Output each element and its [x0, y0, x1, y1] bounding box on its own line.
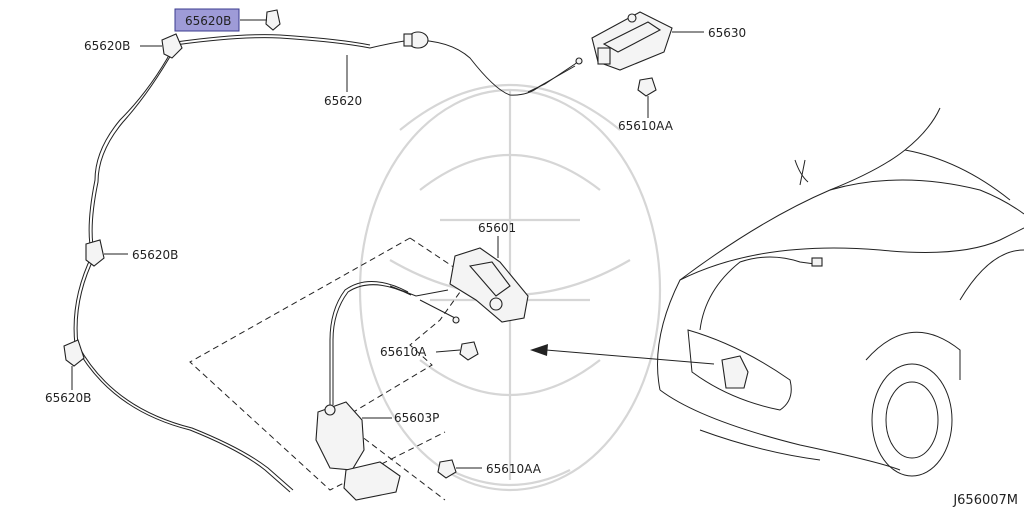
highlight-box: [174, 8, 240, 32]
cable-grommet: [403, 31, 429, 49]
handle-cable: [329, 281, 409, 405]
label-cable[interactable]: 65620: [324, 94, 362, 108]
bolt-handle[interactable]: [437, 459, 457, 479]
label-bolt-handle[interactable]: 65610AA: [486, 462, 542, 476]
bolt-latch[interactable]: [459, 341, 479, 361]
leader-lines: [71, 19, 704, 469]
label-hood-lock[interactable]: 65630: [708, 26, 746, 40]
label-clip-bottom[interactable]: 65620B: [45, 391, 91, 405]
label-highlighted-part[interactable]: 65620B: [185, 14, 231, 28]
label-clip-top-left[interactable]: 65620B: [84, 39, 130, 53]
cable-clip-top[interactable]: [265, 9, 281, 31]
label-release-handle[interactable]: 65603P: [394, 411, 439, 425]
hood-release-handle[interactable]: [315, 401, 401, 501]
hood-latch-assembly[interactable]: [389, 247, 529, 323]
bolt-top[interactable]: [637, 77, 657, 97]
label-hood-latch[interactable]: 65601: [478, 221, 516, 235]
vehicle-front-view: [657, 107, 1024, 477]
cable-clip-top-left[interactable]: [161, 33, 183, 59]
hood-lock-assembly[interactable]: [591, 11, 673, 71]
label-bolt-latch[interactable]: 65610A: [380, 345, 427, 359]
cable-upper-run: [174, 37, 576, 96]
label-clip-mid[interactable]: 65620B: [132, 248, 178, 262]
location-arrow: [530, 344, 715, 365]
diagram-code: J656007M: [952, 493, 1018, 508]
hood-release-cable: [73, 49, 291, 493]
exploded-view-dashed-outline: [189, 237, 446, 491]
cable-clip-mid[interactable]: [85, 239, 105, 267]
label-bolt-top[interactable]: 65610AA: [618, 119, 674, 133]
cable-clip-bottom[interactable]: [63, 339, 85, 367]
